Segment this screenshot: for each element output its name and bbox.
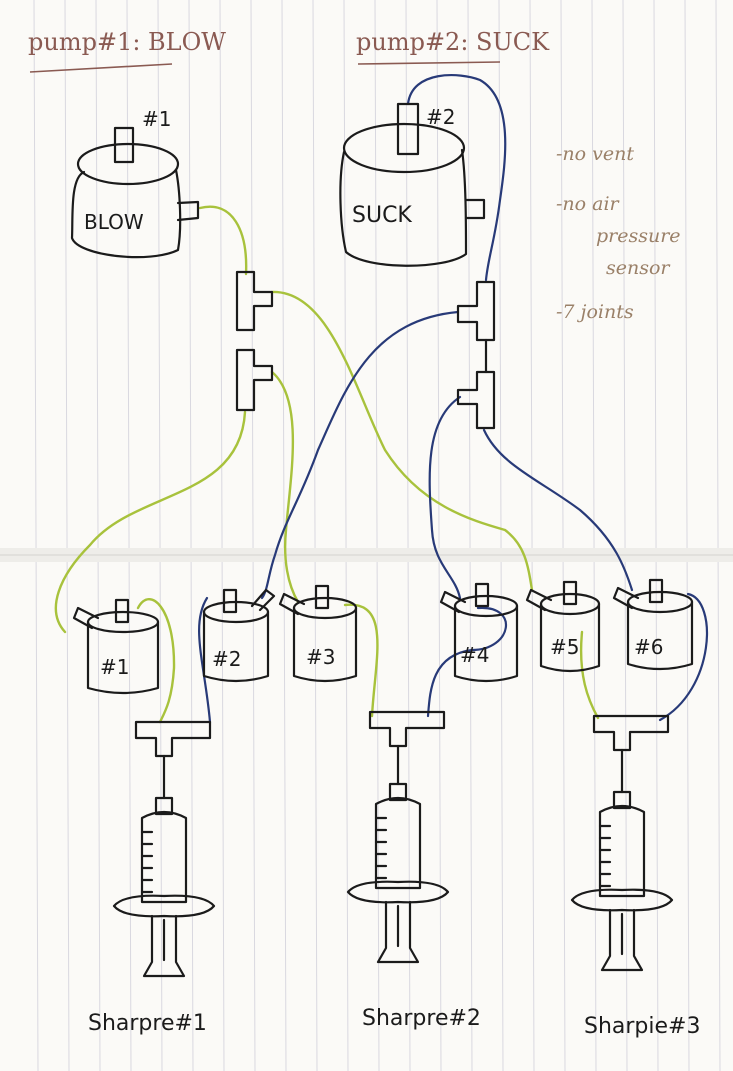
- note-sensor: sensor: [606, 257, 671, 279]
- ruling-line: [157, 0, 163, 1071]
- blue-tube-pump-to-tee-a: [406, 73, 507, 282]
- ruling-line: [715, 0, 721, 1071]
- ruling-line: [591, 0, 597, 1071]
- valve-1: #1: [72, 598, 160, 695]
- pump2-heading: pump#2: SUCK: [356, 28, 550, 56]
- ruling-line: [560, 0, 566, 1071]
- pump-2-body-label: SUCK: [352, 203, 412, 228]
- syringe-row: Sharpre#1 Sharpre#2 Sharpie#3: [88, 710, 700, 1039]
- pump2-heading-underline: [357, 61, 501, 65]
- ruling-line: [33, 0, 39, 1071]
- blue-tube-tee-b-to-valve6: [482, 428, 634, 592]
- ruling-line: [436, 0, 442, 1071]
- tee-fitting-green-lower: [235, 348, 274, 412]
- ruling-line: [312, 0, 318, 1071]
- green-tube-tee1-to-valve5: [270, 290, 534, 592]
- valve-5-label: #5: [550, 635, 579, 659]
- valve-row: #1 #2 #3 #4 #5 #6: [72, 578, 694, 695]
- valve-3-label: #3: [306, 645, 335, 669]
- ruling-line: [467, 0, 473, 1071]
- green-tube-valve1-to-tee3: [136, 598, 176, 724]
- green-tubing: [54, 205, 600, 724]
- ruling-line: [64, 0, 70, 1071]
- blue-tube-valve6-to-tee6: [658, 592, 708, 722]
- green-tube-pump-to-tee1: [198, 205, 248, 276]
- valve-6-label: #6: [634, 635, 663, 659]
- valve-5: #5: [525, 580, 601, 673]
- green-tube-tee2-to-valve1: [54, 410, 247, 634]
- ruling-line: [622, 0, 628, 1071]
- green-tube-valve3-to-tee4: [343, 603, 379, 718]
- ruling-line: [219, 0, 225, 1071]
- pump-1-number: #1: [142, 107, 171, 131]
- pump-1-blow: #1 BLOW: [70, 107, 200, 259]
- blue-tube-valve2-to-tee3: [198, 596, 212, 724]
- green-tube-tee2-to-valve3: [270, 370, 300, 604]
- ruling-line: [529, 0, 535, 1071]
- ruling-line: [343, 0, 349, 1071]
- syringe-3-label: Sharpie#3: [584, 1014, 700, 1039]
- valve-3: #3: [278, 584, 358, 683]
- green-tube-valve5-to-tee6: [579, 630, 600, 720]
- notebook-ruling: [33, 0, 721, 1071]
- pump-2-number: #2: [426, 105, 455, 129]
- blue-tubing: [198, 73, 708, 724]
- ruling-line: [684, 0, 690, 1071]
- ruling-line: [188, 0, 194, 1071]
- tee-fitting-blue-lower: [456, 338, 496, 430]
- pump-1-body-label: BLOW: [84, 210, 144, 234]
- note-7-joints: -7 joints: [556, 301, 634, 323]
- valve-1-label: #1: [100, 655, 129, 679]
- ruling-line: [374, 0, 380, 1071]
- ruling-line: [498, 0, 504, 1071]
- syringe-1-label: Sharpre#1: [88, 1011, 207, 1036]
- pump1-heading: pump#1: BLOW: [28, 28, 226, 56]
- valve-4: #4: [439, 582, 519, 683]
- syringe-2-tee: [368, 710, 446, 748]
- note-no-vent: -no vent: [556, 143, 634, 165]
- valve-2-label: #2: [212, 647, 241, 671]
- blue-tube-tee-b-to-valve4: [428, 395, 462, 600]
- pump1-heading-underline: [29, 63, 173, 73]
- blue-tube-tee-a-to-valve2: [260, 310, 460, 600]
- syringe-1: Sharpre#1: [88, 720, 216, 1036]
- side-notes: -no vent -no air pressure sensor -7 join…: [556, 143, 681, 323]
- ruling-line: [281, 0, 287, 1071]
- ruling-line: [250, 0, 256, 1071]
- valve-6: #6: [612, 578, 694, 671]
- tee-fitting-green-upper: [235, 270, 274, 332]
- syringe-3: Sharpie#3: [570, 714, 700, 1039]
- ruling-line: [405, 0, 411, 1071]
- ruling-line: [653, 0, 659, 1071]
- pump-2-suck: #2 SUCK: [339, 102, 486, 267]
- syringe-2: Sharpre#2: [346, 710, 481, 1031]
- syringe-1-tee: [134, 720, 212, 758]
- syringe-3-tee: [592, 714, 670, 752]
- syringe-2-label: Sharpre#2: [362, 1006, 481, 1031]
- note-pressure: pressure: [596, 225, 681, 247]
- tee-fitting-blue-upper: [456, 280, 496, 342]
- valve-2: #2: [202, 588, 276, 683]
- ruling-line: [126, 0, 132, 1071]
- note-no-air: -no air: [556, 193, 621, 215]
- valve-4-label: #4: [460, 643, 489, 667]
